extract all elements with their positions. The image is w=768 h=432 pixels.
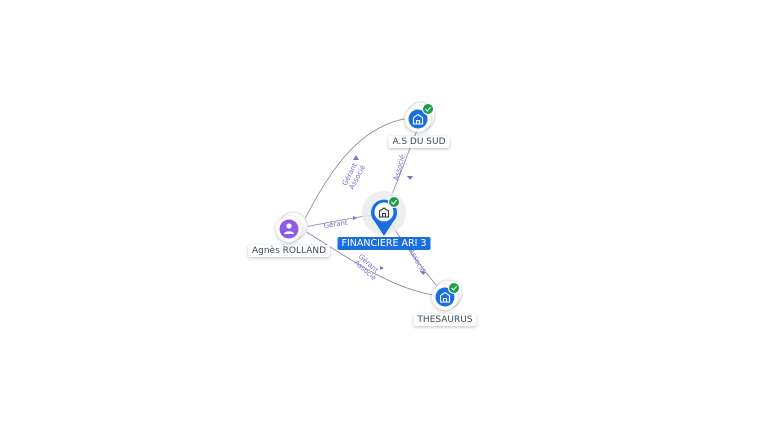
arrow-head bbox=[407, 176, 413, 180]
building-icon bbox=[412, 113, 424, 125]
arrow-head bbox=[353, 216, 357, 220]
arrow-head bbox=[380, 266, 384, 270]
person-icon bbox=[284, 223, 294, 234]
building-icon bbox=[378, 207, 390, 218]
edge-label: Gérant bbox=[323, 219, 348, 230]
node-label-asdusud[interactable]: A.S DU SUD bbox=[388, 136, 450, 148]
edge-label: Associé bbox=[392, 154, 407, 182]
node-label-person[interactable]: Agnès ROLLAND bbox=[247, 245, 331, 257]
building-icon bbox=[439, 291, 451, 303]
edge-label: Associé bbox=[407, 247, 426, 274]
arrow-head bbox=[353, 155, 359, 160]
node-label-thesaurus[interactable]: THESAURUS bbox=[413, 314, 477, 326]
node-asdusud[interactable] bbox=[405, 101, 436, 132]
node-person[interactable] bbox=[276, 211, 308, 242]
arrow-head bbox=[420, 271, 426, 275]
node-center[interactable] bbox=[362, 191, 406, 236]
verified-check-icon bbox=[448, 282, 460, 294]
edge-person-asdusud bbox=[299, 117, 411, 229]
verified-check-icon bbox=[422, 103, 434, 115]
edge-person-thesaurus bbox=[299, 227, 441, 297]
node-thesaurus[interactable] bbox=[432, 279, 463, 310]
node-label-center[interactable]: FINANCIERE ARI 3 bbox=[337, 237, 431, 250]
verified-check-icon bbox=[388, 196, 400, 208]
